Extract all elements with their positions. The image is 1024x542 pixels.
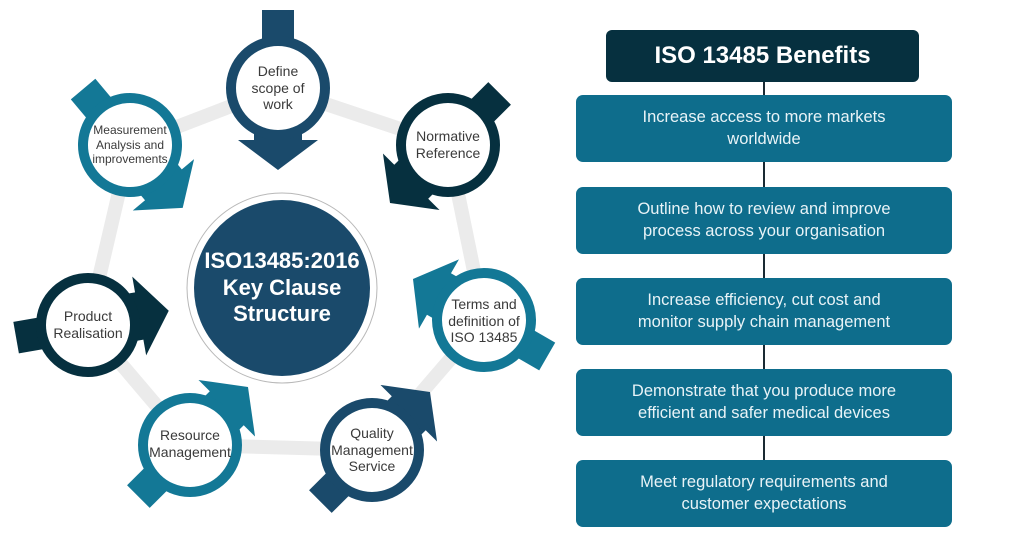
benefit-item: Increase efficiency, cut cost and monito… — [576, 278, 952, 345]
node-terms — [412, 259, 556, 372]
node-label-quality: Quality Management Service — [331, 424, 413, 475]
benefit-item: Increase access to more markets worldwid… — [576, 95, 952, 162]
node-label-resource: Resource Management — [149, 427, 231, 460]
center-hub — [186, 192, 378, 384]
diagram-graphics — [13, 10, 556, 513]
node-label-define-scope: Define scope of work — [251, 62, 305, 113]
node-product — [13, 273, 169, 377]
node-label-measurement: Measurement Analysis and improvements — [92, 123, 168, 167]
benefit-item: Demonstrate that you produce more effici… — [576, 369, 952, 436]
node-resource — [127, 379, 256, 508]
node-normative — [382, 82, 511, 211]
center-title: ISO13485:2016 Key Clause Structure — [204, 248, 360, 327]
node-define-scope — [226, 10, 330, 170]
node-quality — [309, 384, 438, 513]
node-label-product: Product Realisation — [53, 308, 123, 341]
node-label-normative: Normative Reference — [415, 128, 481, 161]
node-measurement — [70, 78, 195, 211]
node-label-terms: Terms and definition of ISO 13485 — [448, 295, 520, 346]
benefit-item: Outline how to review and improve proces… — [576, 187, 952, 254]
benefit-item: Meet regulatory requirements and custome… — [576, 460, 952, 527]
benefits-title: ISO 13485 Benefits — [606, 30, 919, 82]
clause-structure-diagram: ISO13485:2016 Key Clause Structure Defin… — [13, 10, 556, 513]
